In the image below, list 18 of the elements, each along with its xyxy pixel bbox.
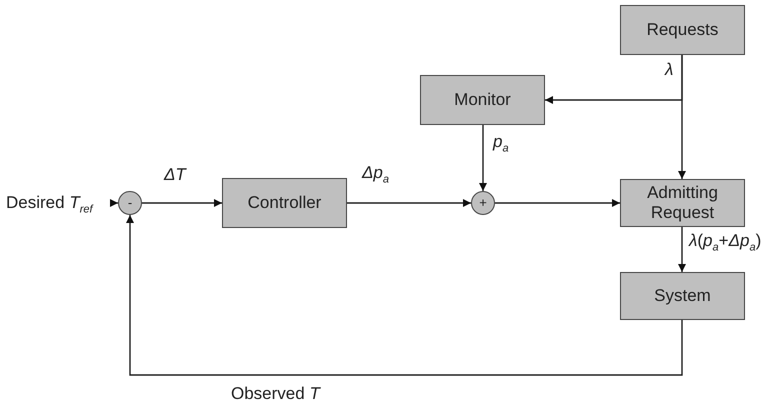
process-box: System	[620, 272, 745, 320]
process-box: Admitting Request	[620, 179, 745, 227]
arrow	[479, 125, 487, 191]
summing-junction: +	[471, 191, 495, 215]
process-box: Controller	[222, 178, 347, 228]
edge-label: λ(p$_{a}$+Δp$_{a}$)	[688, 232, 762, 254]
arrow	[142, 199, 222, 207]
process-box: Requests	[620, 5, 745, 55]
process-box: Monitor	[420, 75, 545, 125]
edge-label: Δp$_{a}$	[361, 164, 390, 186]
arrow	[678, 227, 686, 272]
input-label: Desired T$_{ref}$	[6, 191, 114, 215]
arrow	[495, 199, 620, 207]
arrow	[545, 55, 683, 104]
summing-junction: -	[118, 191, 142, 215]
arrow	[347, 199, 471, 207]
arrow	[110, 199, 118, 207]
arrow	[126, 215, 683, 376]
